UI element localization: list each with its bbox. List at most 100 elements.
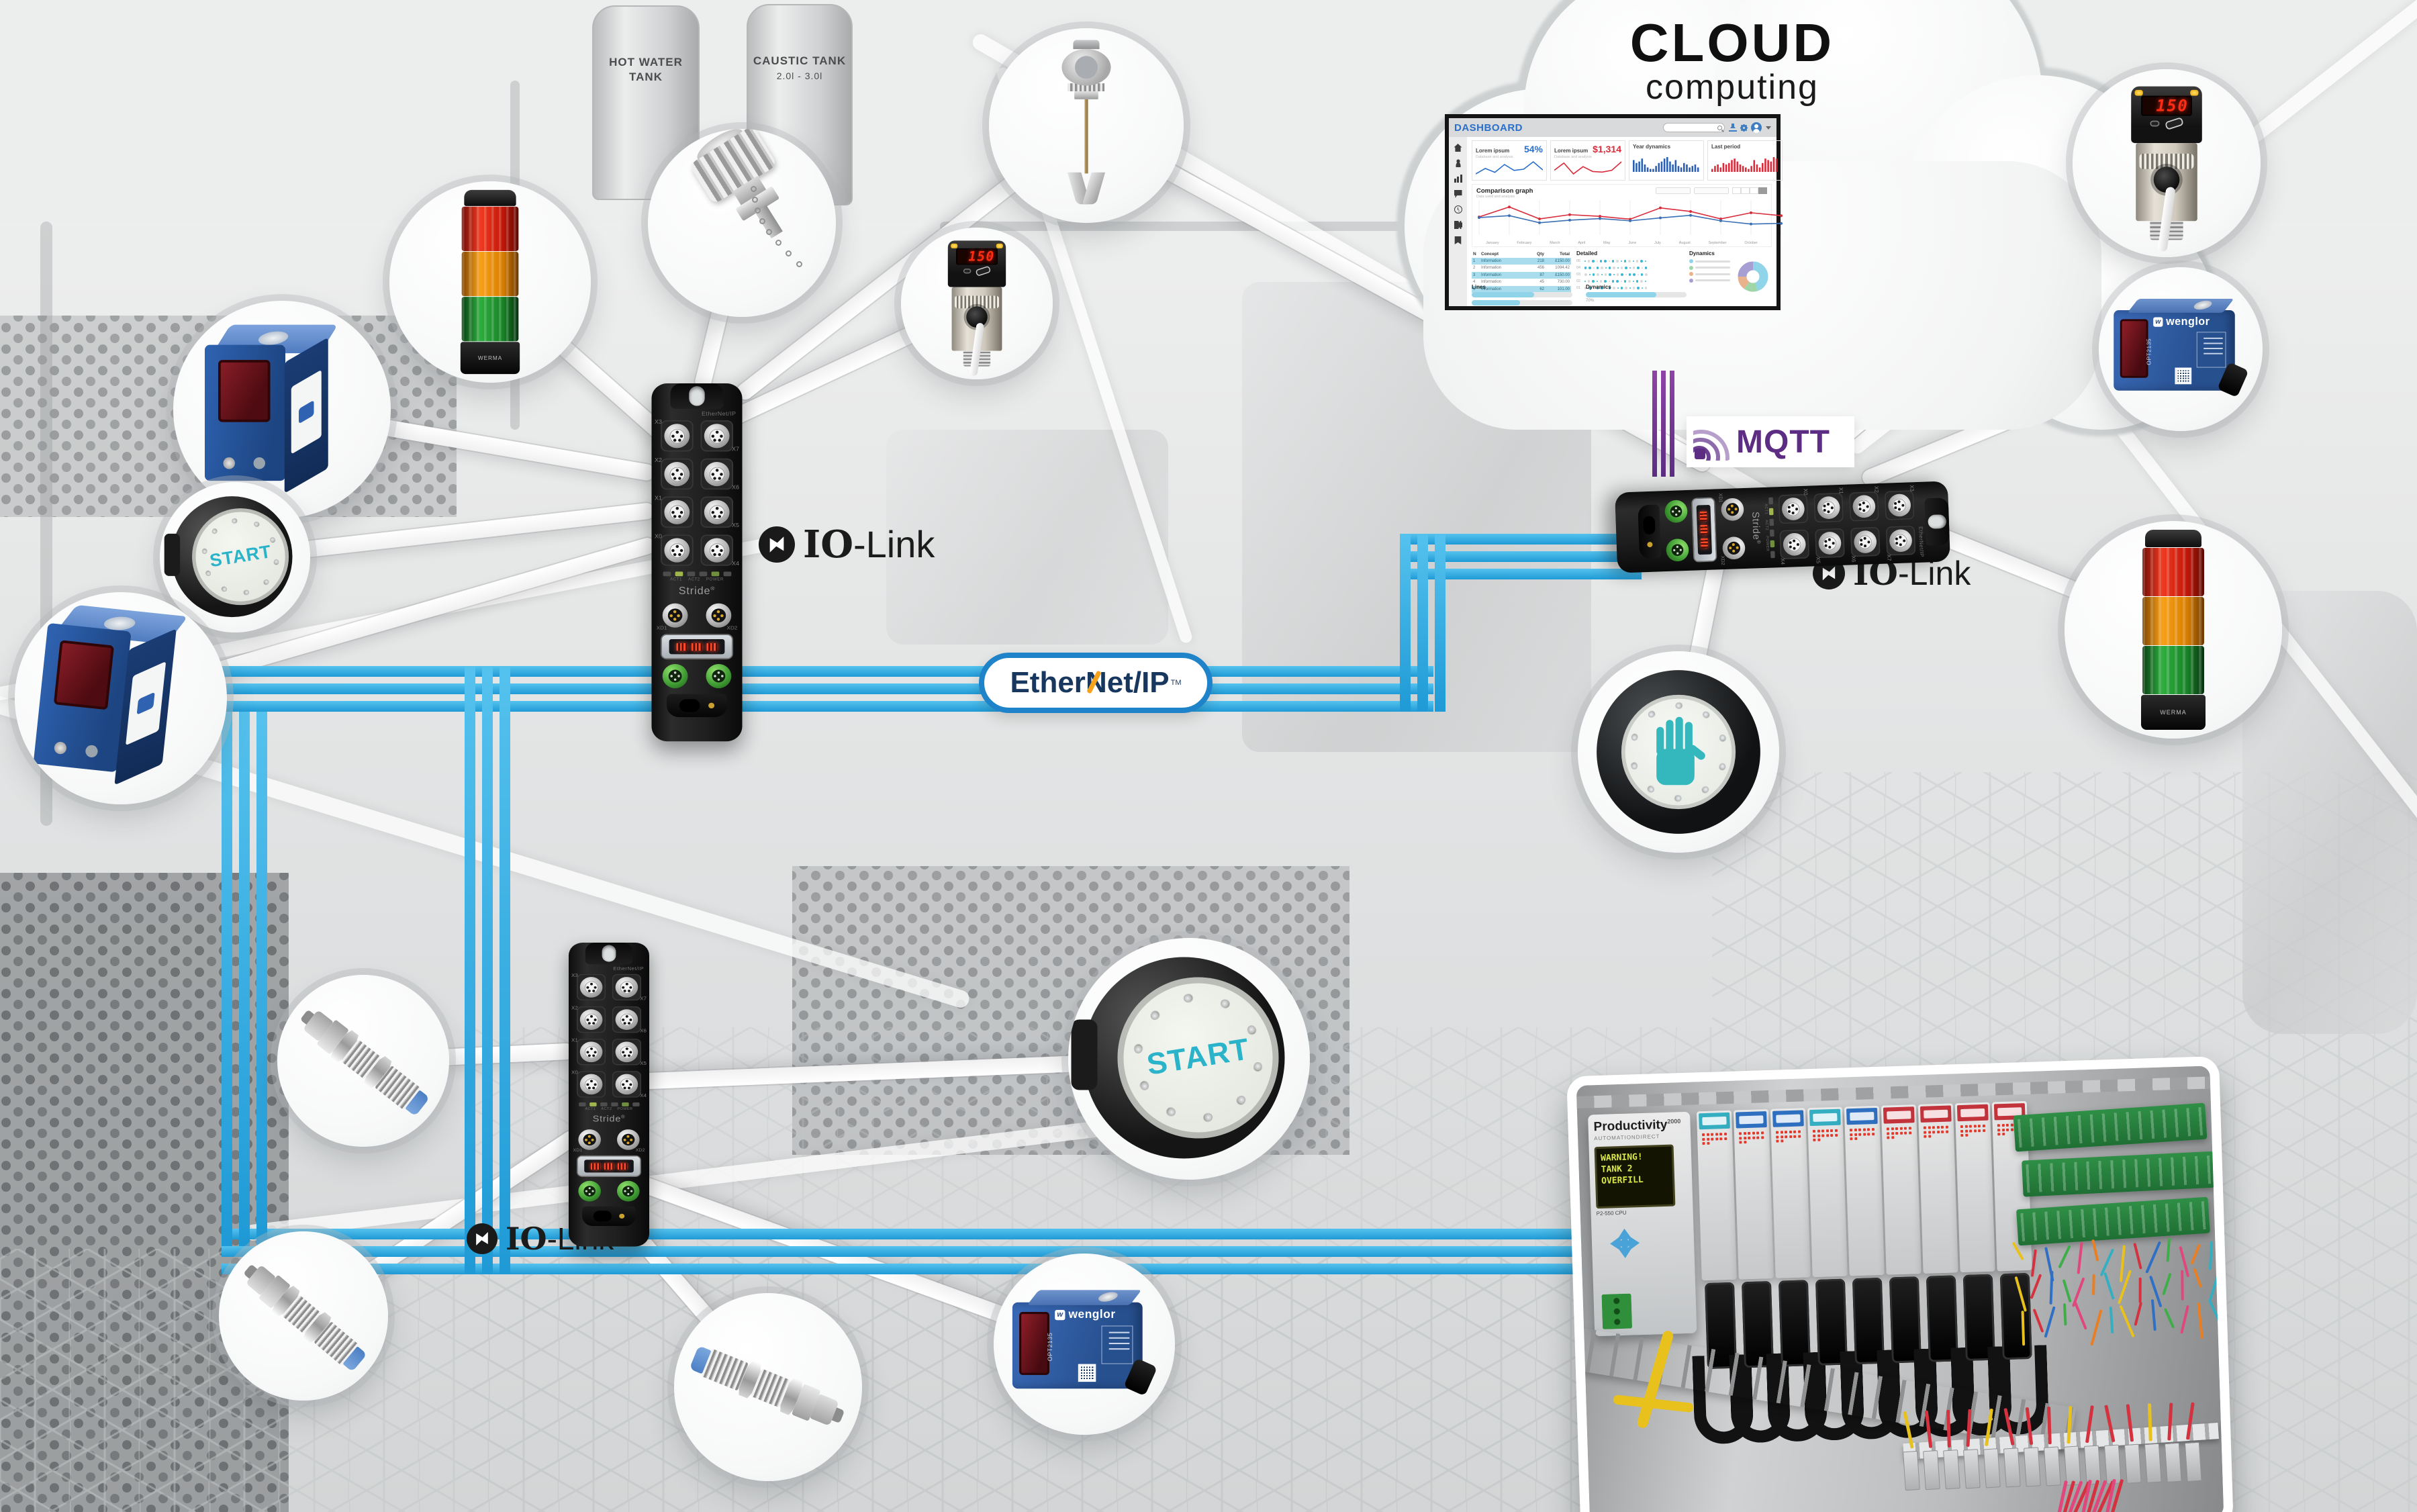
m12-port [700, 496, 733, 528]
card-chart [1475, 160, 1544, 179]
io-module [1770, 1108, 1811, 1278]
data-dot [1641, 267, 1643, 269]
data-dot [1584, 273, 1587, 277]
dot-row: 01 [1576, 285, 1684, 291]
sensor-button [2150, 120, 2160, 127]
bubble-proximity-sensor-3 [674, 1293, 862, 1481]
wenglor-logo: w [2153, 317, 2163, 327]
month-label: March [1550, 241, 1560, 245]
led-dot [1253, 1061, 1263, 1071]
data-dot [1600, 266, 1603, 270]
led-dot [1235, 1094, 1247, 1106]
module-leds [1958, 1124, 1989, 1137]
port-label: X4 [1779, 558, 1786, 565]
dynamics-panel: Dynamics [1689, 250, 1772, 292]
comparison-graph-panel: Comparison graph Data used and analysis … [1472, 184, 1783, 247]
power-port [1664, 500, 1688, 524]
terminal-pcb [2022, 1151, 2216, 1197]
led-dot [1149, 1010, 1161, 1022]
led-dot [273, 559, 279, 565]
m12-port [1885, 525, 1916, 556]
stack-light-base: WERMA [2141, 695, 2206, 730]
cable-blue [482, 666, 493, 1274]
port-label: X0 [571, 1070, 578, 1076]
led-label: ACT2 [688, 577, 700, 581]
table-cell: £150.00 [1555, 258, 1570, 263]
eip-text: Ether [1010, 666, 1086, 699]
bubble-proximity-sensor-1 [277, 975, 449, 1147]
legend-text-bar [1695, 267, 1730, 269]
master-brand: Stride® [678, 585, 716, 597]
inductive-proximity-sensor [227, 1245, 379, 1387]
cloud-subtitle: computing [1646, 68, 1819, 107]
adjustment-dial [1095, 1292, 1121, 1302]
wire [2092, 1274, 2095, 1295]
bubble-stack-light-left: WERMA [389, 181, 591, 383]
port-label: X6 [1850, 555, 1856, 563]
dashboard-sidebar [1449, 137, 1467, 306]
wire [2044, 1306, 2056, 1338]
aux-port-label: XD2 [1720, 555, 1726, 565]
wire [2077, 1241, 2083, 1274]
module-label [1883, 1106, 1915, 1124]
m12-port [1849, 491, 1879, 522]
io-link-text: IO [506, 1221, 547, 1257]
data-dot [1608, 280, 1610, 283]
terminal-pcb [2013, 1102, 2208, 1152]
table-cell: 5 [1473, 287, 1476, 291]
start-pushbutton: START [164, 494, 299, 621]
data-dot [1640, 259, 1643, 263]
legend-row [1689, 278, 1730, 283]
beam-diagram [1101, 1325, 1133, 1364]
chevron-down-icon [1766, 126, 1771, 132]
data-dot [1608, 267, 1611, 269]
cable-blue [1400, 551, 1642, 562]
data-dot [1616, 273, 1619, 276]
stack-light-amber [2142, 597, 2204, 645]
legend-dot [1689, 259, 1693, 263]
card-chart [1711, 156, 1779, 175]
dot-row: 05 [1576, 258, 1684, 265]
start-label: START [1144, 1033, 1252, 1082]
led-dot [1245, 1024, 1258, 1035]
plc-cpu-label: P2-550 CPU [1596, 1209, 1627, 1217]
m12-port [700, 534, 733, 566]
aux-port [662, 603, 688, 628]
wire [2049, 1270, 2054, 1305]
cloud-title: CLOUD [1629, 13, 1835, 73]
led-label: ACT1 [585, 1107, 596, 1111]
power-port [706, 663, 732, 689]
wire [2133, 1242, 2142, 1270]
table-cell: 62 [1539, 287, 1544, 291]
m12-port [1815, 528, 1845, 559]
wire [2193, 1268, 2203, 1288]
terminal-block [1983, 1448, 2001, 1489]
wenglor-brand: wenglor [1068, 1307, 1116, 1321]
data-dot [1587, 280, 1590, 283]
stack-light: WERMA [2140, 530, 2207, 730]
sensor-button [975, 265, 992, 277]
data-dot [1612, 286, 1615, 290]
data-dot [1584, 260, 1586, 263]
dot-row-label: 05 [1576, 259, 1581, 263]
filter-dropdown [1694, 187, 1729, 194]
cable-blue [1417, 534, 1428, 712]
dynamics2-title: Dynamics [1586, 284, 1611, 290]
led-dot [1675, 795, 1682, 802]
data-dot [1591, 259, 1595, 263]
table-header: N [1473, 251, 1476, 256]
dot-row: 02 [1576, 278, 1684, 285]
bubble-paddle-probe [989, 28, 1184, 223]
data-dot [1628, 273, 1631, 276]
button-face: START [192, 508, 289, 606]
master-protocol-label: EtherNet/IP [613, 966, 644, 972]
led-dot [1166, 1106, 1178, 1118]
port-label: X3 [1908, 485, 1915, 492]
werma-label: WERMA [2160, 709, 2187, 716]
data-dot [1632, 287, 1635, 289]
eip-text: et/IP [1106, 666, 1170, 699]
m12-port [700, 420, 733, 452]
filter-dropdown [1656, 187, 1691, 194]
